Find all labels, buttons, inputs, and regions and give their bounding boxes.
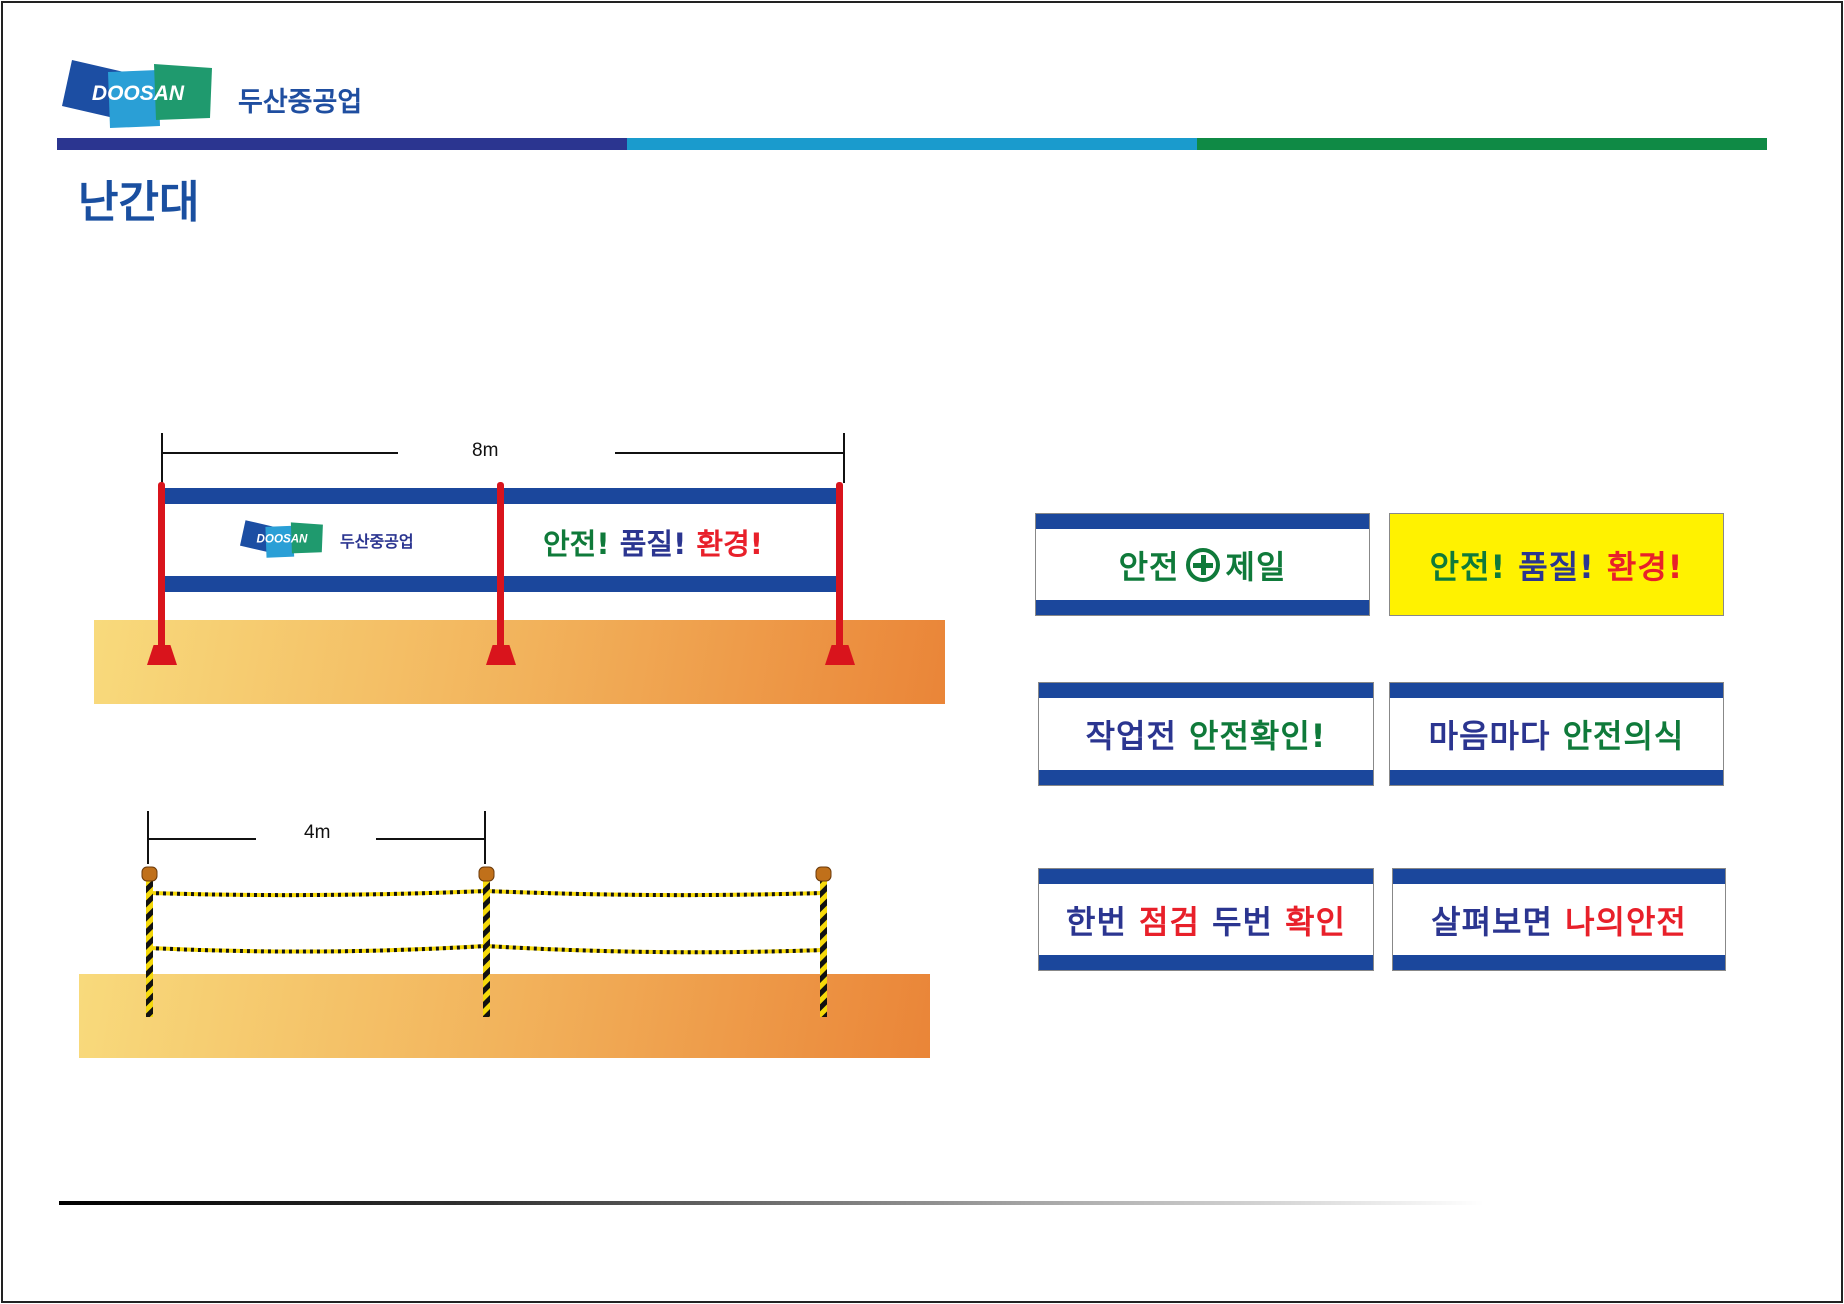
dimension-tick [161, 433, 163, 483]
fence-pole [836, 482, 843, 652]
header-stripe-cyan [627, 138, 1197, 150]
sign-check-twice: 한번 점검 두번 확인 [1038, 868, 1374, 971]
page-title: 난간대 [78, 177, 200, 228]
dimension-line [162, 452, 398, 454]
dimension-label: 4m [304, 822, 331, 843]
header-stripe-navy [57, 138, 627, 150]
dimension-line [615, 452, 844, 454]
ground [94, 620, 945, 704]
banner-company: 두산중공업 [340, 532, 414, 551]
dimension-line [148, 838, 256, 840]
fence-pole [497, 482, 504, 652]
green-cross-icon [1185, 547, 1220, 582]
footer-divider [59, 1201, 1484, 1205]
sign-safety-quality-environment: 안전! 품질! 환경! [1389, 513, 1724, 616]
ground [79, 974, 930, 1058]
sign-look-around: 살펴보면 나의안전 [1392, 868, 1726, 971]
dimension-label: 8m [472, 440, 499, 461]
dimension-tick [147, 811, 149, 864]
pole-base [486, 645, 516, 665]
dimension-tick [484, 811, 486, 864]
fence-pole [158, 482, 165, 652]
sign-safety-first: 안전 제일 [1035, 513, 1370, 616]
pole-base [825, 645, 855, 665]
svg-text:DOOSAN: DOOSAN [92, 82, 185, 105]
warning-lamp-icon [141, 866, 832, 882]
rope-post [146, 880, 827, 1017]
dimension-line [376, 838, 485, 840]
banner-logo: DOOSAN [240, 520, 323, 558]
company-name: 두산중공업 [238, 87, 363, 118]
header-stripe-green [1197, 138, 1767, 150]
banner-slogan: 안전! 품질! 환경! [543, 527, 763, 561]
doosan-logo: DOOSAN [62, 60, 212, 128]
sign-check-before-work: 작업전 안전확인! [1038, 682, 1374, 786]
svg-text:DOOSAN: DOOSAN [257, 532, 309, 545]
pole-base [147, 645, 177, 665]
dimension-tick [843, 433, 845, 483]
sign-safety-awareness: 마음마다 안전의식 [1389, 682, 1724, 786]
